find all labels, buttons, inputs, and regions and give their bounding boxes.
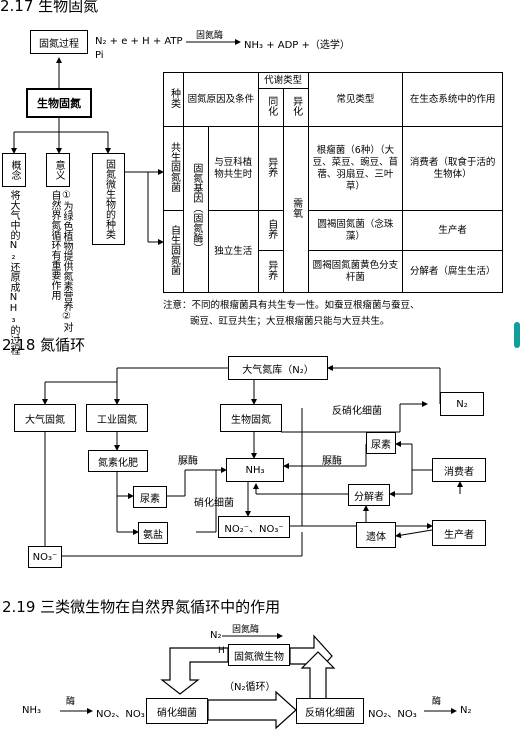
kind-free-living: 自生固氮菌	[163, 210, 184, 293]
assim-free-autotroph: 自养	[257, 210, 284, 251]
section-heading-2-17: 2.17 生物固氮	[0, 0, 99, 15]
meaning-text: ①为绿色植物提供氮素营养②对自然界氮循环有重要作用	[49, 190, 72, 332]
left-nh3-formula: NH₃	[22, 705, 42, 716]
right-n2-product: N₂	[460, 705, 472, 716]
left-products: NO₂、NO₃	[96, 709, 145, 720]
concept-text: 将大气中的N₂还原成NH₃的过程	[8, 190, 19, 355]
h-label: H	[218, 646, 225, 656]
nitrite-nitrate-box: NO₂⁻、NO₃⁻	[218, 516, 290, 538]
urea-box-left: 尿素	[133, 486, 167, 508]
condition-symbiotic: 与豆科植物共生时	[207, 126, 259, 211]
common-symbiotic: 根瘤菌（6种）（大豆、菜豆、豌豆、苜蓿、羽扇豆、三叶草）	[307, 126, 404, 211]
header-condition: 固氮原因及条件	[182, 72, 259, 127]
nitrifying-bacteria-box: 硝化细菌	[146, 698, 208, 724]
species-box: 固氮微生物的种类	[92, 153, 125, 245]
fixation-enzyme-label: 固氮酶	[232, 625, 260, 635]
remains-box: 遗体	[356, 522, 396, 548]
consumer-box: 消费者	[432, 458, 486, 482]
nitrate-box-bottom: NO₃⁻	[28, 546, 62, 568]
fixation-equation-enzyme: 固氮酶	[196, 31, 224, 41]
fixation-equation-products: NH₃ + ADP +（选学）	[244, 40, 350, 51]
producer-box: 生产者	[432, 520, 486, 546]
urea-box-right: 尿素	[366, 432, 396, 454]
header-kind: 种类	[163, 72, 184, 127]
n2-top-label: N₂	[210, 630, 222, 641]
nitrifying-bacteria-label: 硝化细菌	[194, 498, 234, 509]
assim-symbiotic: 异养	[257, 126, 284, 211]
common-free-2: 圆褐固氮菌黄色分支杆菌	[307, 250, 404, 293]
industrial-fixation-box: 工业固氮	[86, 404, 148, 432]
right-enzyme-label: 酶	[432, 697, 442, 707]
denitrifying-bacteria-box: 反硝化细菌	[296, 698, 364, 724]
role-symbiotic: 消费者（取食于活的生物体）	[402, 126, 503, 211]
role-free-1: 生产者	[402, 210, 503, 251]
biological-fixation-box: 生物固氮	[26, 88, 92, 118]
right-reactants: NO₂、NO₃	[368, 709, 417, 720]
atmospheric-nitrogen-pool: 大气氮库（N₂）	[228, 356, 328, 380]
atmospheric-fixation-box: 大气固氮	[14, 404, 76, 432]
note-line-2: 豌豆、豇豆共生；大豆根瘤菌只能与大豆共生。	[190, 316, 390, 327]
fixation-process-box: 固氮过程	[30, 30, 88, 54]
fixation-gene: 固氮基因（固氮酶）	[182, 126, 209, 293]
dissim-aerobic: 需氧	[282, 126, 309, 293]
ammonium-salt-box: 氨盐	[138, 522, 168, 544]
fixation-equation-reactants: N₂ + e + H + ATP	[95, 36, 183, 47]
meaning-box: 意义	[46, 153, 70, 187]
header-assimilation: 同化	[257, 88, 284, 127]
fixation-equation-pi: Pi	[95, 50, 104, 61]
biological-fixation-box-2: 生物固氮	[220, 404, 282, 432]
role-free-2: 分解者（腐生生活）	[402, 250, 503, 293]
kind-symbiotic: 共生固氮菌	[163, 126, 184, 211]
nitrogen-cycle-label: （N₂循环）	[224, 682, 276, 693]
scroll-indicator[interactable]	[514, 322, 520, 348]
section-heading-2-18: 2.18 氮循环	[2, 336, 86, 354]
header-metabolism: 代谢类型	[257, 72, 309, 89]
nitrogen-fixer-table: 种类 固氮原因及条件 代谢类型 常见类型 在生态系统中的作用 同化 异化 共生固…	[163, 72, 503, 293]
nitrogen-fertilizer-box: 氮素化肥	[88, 450, 148, 472]
concept-box: 概念	[2, 153, 26, 187]
left-enzyme-label: 酶	[66, 697, 76, 707]
header-common-types: 常见类型	[307, 72, 404, 127]
section-heading-2-19: 2.19 三类微生物在自然界氮循环中的作用	[2, 598, 281, 616]
denitrifying-bacteria-label: 反硝化细菌	[332, 406, 382, 417]
urease-label-2: 脲酶	[322, 456, 342, 467]
urease-label-1: 脲酶	[178, 456, 198, 467]
nh3-box: NH₃	[226, 458, 284, 482]
header-dissimilation: 异化	[282, 88, 309, 127]
common-free-1: 圆褐固氮菌（念珠藻）	[307, 210, 404, 251]
meaning-box-label: 意义	[53, 160, 64, 180]
decomposer-box: 分解者	[348, 484, 390, 506]
assim-free-heterotroph: 异养	[257, 250, 284, 293]
note-line-1: 注意：不同的根瘤菌具有共生专一性。如蚕豆根瘤菌与蚕豆、	[163, 300, 420, 311]
header-ecosystem-role: 在生态系统中的作用	[402, 72, 503, 127]
concept-box-label: 概念	[9, 160, 20, 180]
n2-box: N₂	[440, 392, 484, 416]
species-box-label: 固氮微生物的种类	[103, 159, 115, 239]
condition-free-living: 独立生活	[207, 210, 259, 293]
nitrogen-fixer-box: 固氮微生物	[228, 644, 290, 666]
